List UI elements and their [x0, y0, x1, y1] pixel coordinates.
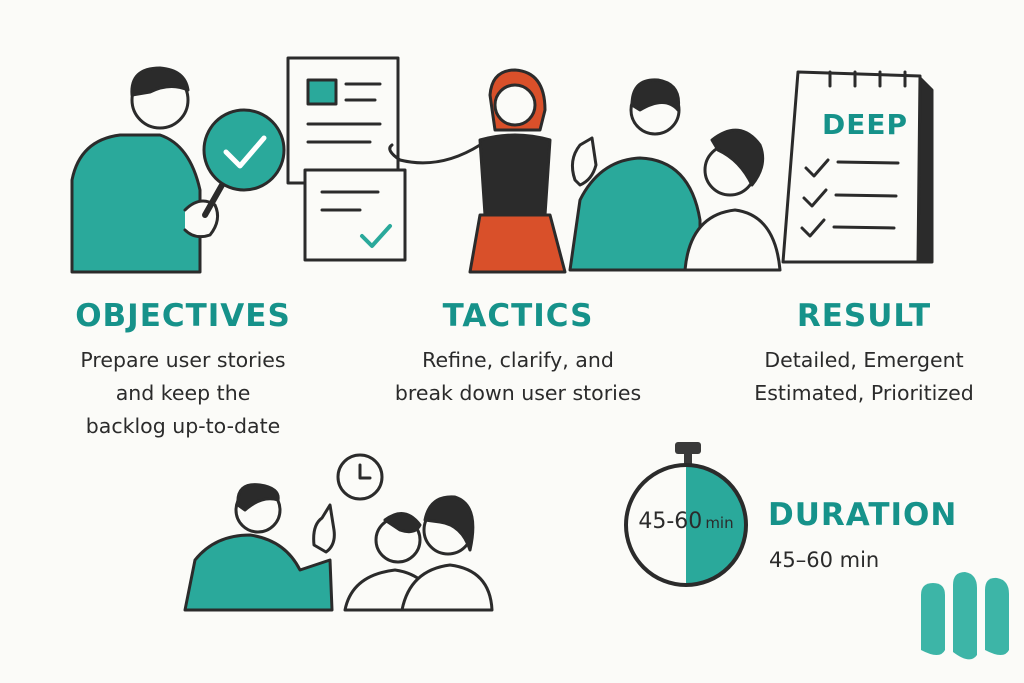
logo-icon	[921, 572, 1009, 660]
result-line: Detailed, Emergent	[764, 348, 964, 372]
woman-curly-hair	[683, 128, 782, 272]
stopwatch-range: 45-60	[638, 509, 703, 534]
tactics-description: Refine, clarify, and break down user sto…	[395, 344, 641, 410]
man-pointing-up	[568, 78, 702, 272]
duration-title: DURATION	[768, 497, 958, 533]
woman-presenting	[388, 68, 567, 274]
objectives-line: and keep the	[115, 381, 251, 405]
stopwatch-unit: min	[705, 514, 734, 532]
objectives-line: Prepare user stories	[80, 348, 286, 372]
man-pointing	[183, 483, 336, 612]
tactics-title: TACTICS	[442, 298, 594, 334]
result-line: Estimated, Prioritized	[754, 381, 974, 405]
document-icon	[286, 56, 400, 185]
person-with-magnifier	[70, 66, 225, 274]
notepad-icon	[781, 70, 934, 264]
two-listeners	[343, 495, 494, 612]
stopwatch-icon	[624, 442, 748, 587]
objectives-line: backlog up-to-date	[85, 414, 281, 438]
tactics-line: Refine, clarify, and	[422, 348, 614, 372]
checklist-icon	[303, 168, 407, 262]
magnifier-check-icon	[202, 108, 286, 192]
result-description: Detailed, Emergent Estimated, Prioritize…	[754, 344, 974, 410]
objectives-title: OBJECTIVES	[75, 298, 291, 334]
objectives-description: Prepare user stories and keep the backlo…	[80, 344, 285, 443]
tactics-line: break down user stories	[394, 381, 642, 405]
clock-icon	[336, 453, 384, 501]
duration-value: 45–60 min	[769, 548, 880, 572]
notepad-label: DEEP	[822, 108, 909, 141]
result-title: RESULT	[796, 298, 932, 334]
